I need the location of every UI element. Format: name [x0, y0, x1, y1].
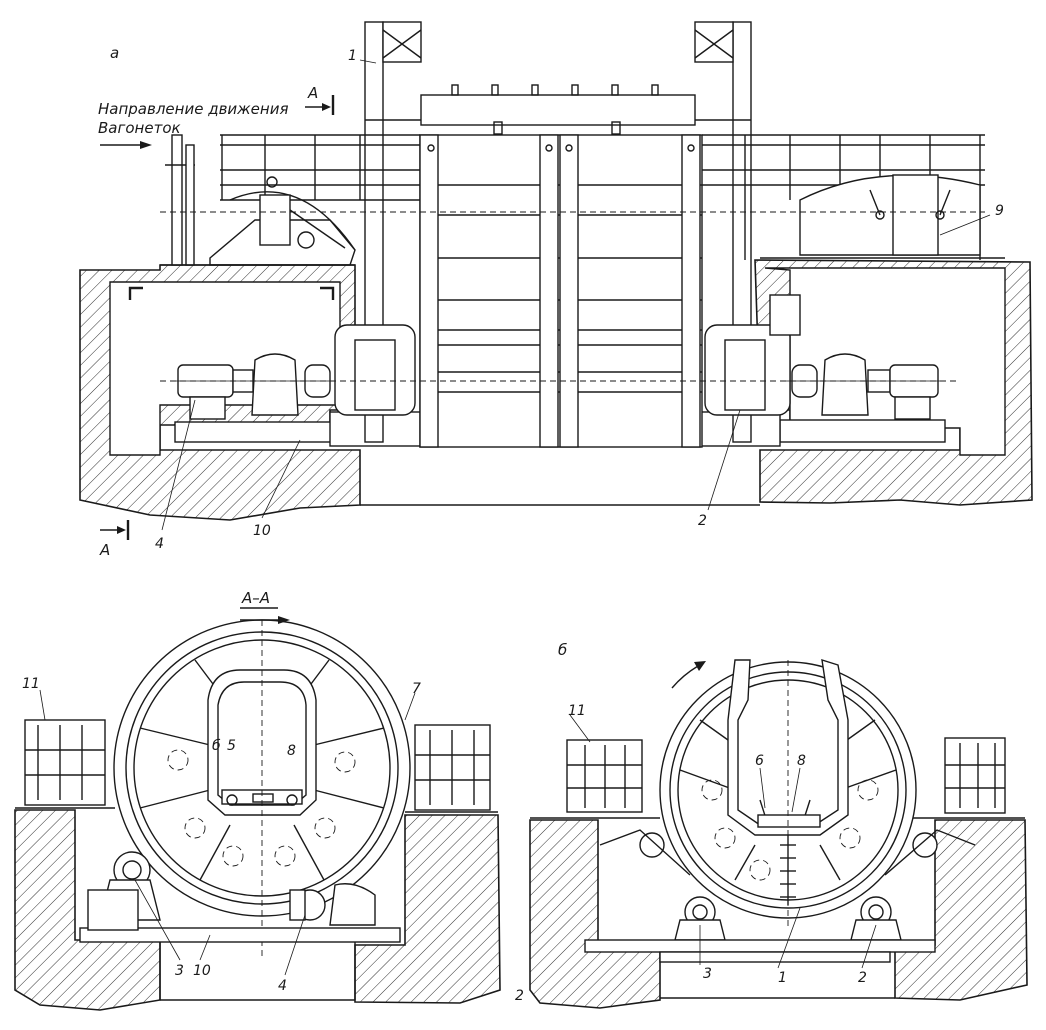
crossbeam-bolts: [451, 84, 659, 135]
callout-9-top: 9: [995, 203, 1004, 219]
b-upper-rollers: [599, 829, 976, 876]
b-support-roller-right: [850, 896, 902, 941]
leader-4-top: [161, 399, 196, 531]
section-letter-top: А: [307, 84, 318, 102]
aa-drive-right: [289, 883, 376, 926]
base-frame-left: [174, 421, 336, 443]
direction-arrow: [100, 141, 152, 149]
b-callout-6: 6: [755, 753, 764, 769]
aa-callout-5: 5: [227, 738, 236, 754]
view-section-aa: А–А 11 7 б 5 8 3 10 4: [14, 589, 501, 1011]
aa-callout-4: 4: [278, 978, 287, 994]
b-callout-3: 3: [703, 966, 712, 982]
b-wagon-cradle: [727, 658, 849, 836]
aa-callout-8: 8: [287, 743, 296, 759]
page-mark: 2: [515, 988, 524, 1004]
aa-callout-10: 10: [193, 963, 211, 979]
direction-label-line1: Направление движения: [98, 100, 288, 118]
b-cage-left: [530, 739, 660, 819]
aa-callout-7: 7: [412, 681, 421, 697]
leader-1-top: [359, 59, 377, 64]
aa-cage-right: [405, 724, 498, 813]
callout-10-top: 10: [253, 523, 271, 539]
corner-mark-left: [128, 286, 143, 300]
railing-left: [220, 134, 420, 201]
b-base-lower: [659, 951, 891, 963]
rotor-vertical-posts: [419, 134, 701, 448]
control-cabin: [760, 174, 1005, 259]
section-mark-top: [305, 95, 335, 115]
callout-4-top: 4: [155, 536, 164, 552]
aa-left-block: [87, 889, 139, 931]
direction-label-line2: Вагонеток: [98, 119, 181, 137]
b-rotation-arrow: [671, 661, 706, 689]
base-frame-right: [779, 419, 946, 443]
callout-1-top: 1: [348, 48, 357, 64]
b-callout-1: 1: [778, 970, 787, 986]
leader-9-top: [939, 214, 991, 236]
b-base-platform: [584, 939, 936, 953]
aa-callout-b: б: [212, 738, 221, 754]
leader-10-top: [261, 439, 301, 519]
aa-cage-left: [15, 719, 115, 809]
callout-2-top: 2: [698, 513, 707, 529]
aa-title: А–А: [241, 589, 270, 607]
view-b-tilted: б 11 6 8 3 1 2: [529, 641, 1028, 1009]
aa-roller-circles: [167, 749, 356, 867]
b-callout-11: 11: [568, 703, 586, 719]
section-letter-bottom: А: [99, 541, 110, 559]
bearing-right: [704, 294, 801, 416]
aa-rotation-arrow: [240, 616, 290, 624]
view-b-letter: б: [558, 641, 567, 659]
top-crossbeam: [420, 94, 696, 126]
b-cage-right: [905, 737, 1025, 819]
loading-device-left: [160, 176, 356, 266]
b-callout-8: 8: [797, 753, 806, 769]
b-foundation-left: [529, 819, 661, 1009]
aa-base-platform: [79, 927, 401, 943]
b-support-roller-left: [674, 896, 726, 941]
aa-support-roller-left: [99, 851, 161, 921]
b-callout-2: 2: [858, 970, 867, 986]
view-a-letter: а: [110, 44, 119, 62]
aa-foundation-right: [354, 814, 501, 1004]
corner-mark-right: [320, 286, 335, 300]
leader-2-top: [707, 409, 741, 511]
section-mark-bottom: [100, 520, 130, 540]
view-a-side-elevation: а Направление движения Вагонеток А А 1 2…: [79, 21, 1033, 559]
bearing-left: [334, 324, 416, 416]
aa-callout-11: 11: [22, 676, 40, 692]
entry-post: [165, 134, 195, 266]
aa-callout-3: 3: [175, 963, 184, 979]
b-roller-circles: [701, 779, 879, 881]
